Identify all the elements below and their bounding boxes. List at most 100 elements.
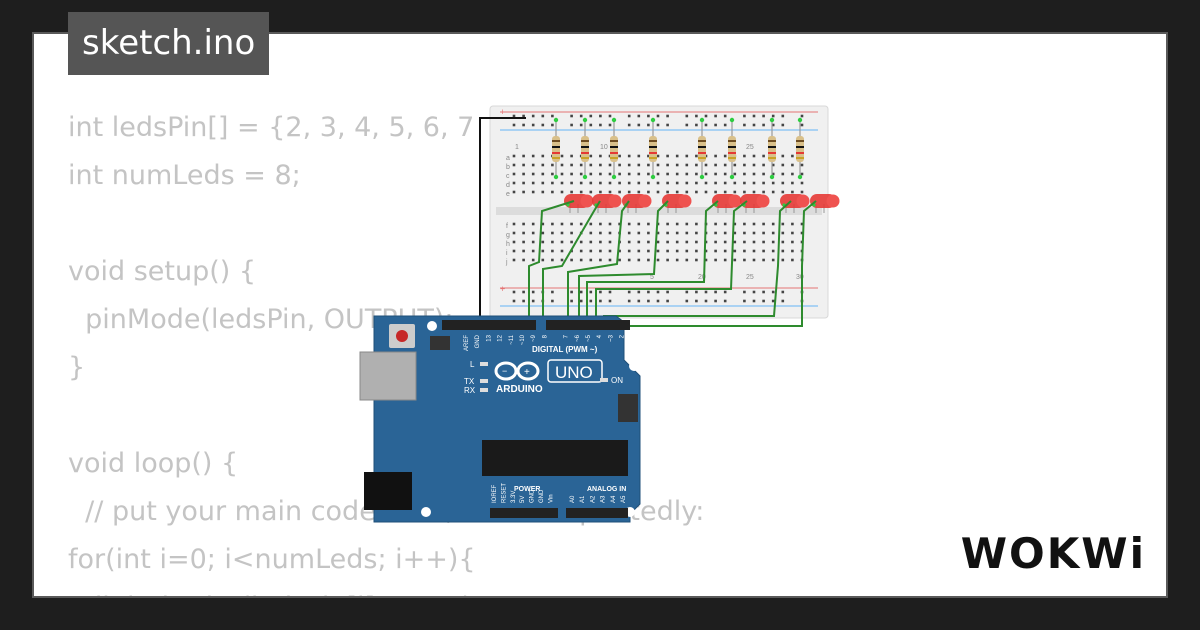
breadboard-hole[interactable]	[743, 123, 746, 127]
breadboard-hole[interactable]	[771, 290, 775, 294]
breadboard-hole[interactable]	[531, 154, 535, 158]
breadboard-hole[interactable]	[781, 190, 785, 194]
breadboard-hole[interactable]	[800, 190, 804, 194]
breadboard-hole[interactable]	[743, 190, 746, 194]
breadboard-hole[interactable]	[522, 258, 525, 262]
breadboard-hole[interactable]	[579, 163, 583, 167]
breadboard-hole[interactable]	[541, 231, 545, 235]
wire[interactable]	[595, 200, 748, 319]
breadboard-hole[interactable]	[531, 163, 535, 167]
breadboard-hole[interactable]	[608, 290, 612, 294]
breadboard-hole[interactable]	[599, 222, 602, 226]
breadboard-hole[interactable]	[685, 172, 689, 176]
breadboard-hole[interactable]	[704, 123, 708, 127]
breadboard-hole[interactable]	[637, 290, 641, 294]
breadboard-hole[interactable]	[522, 290, 525, 294]
breadboard-hole[interactable]	[752, 299, 756, 303]
breadboard-hole[interactable]	[522, 299, 525, 303]
breadboard-hole[interactable]	[560, 222, 564, 226]
breadboard-hole[interactable]	[781, 249, 785, 253]
breadboard-hole[interactable]	[752, 181, 756, 185]
breadboard-hole[interactable]	[714, 190, 717, 194]
breadboard-hole[interactable]	[762, 299, 765, 303]
breadboard-hole[interactable]	[685, 123, 689, 127]
breadboard-hole[interactable]	[618, 154, 621, 158]
breadboard-hole[interactable]	[579, 190, 583, 194]
breadboard-hole[interactable]	[512, 290, 516, 294]
breadboard-hole[interactable]	[743, 240, 746, 244]
resistor[interactable]	[728, 136, 736, 162]
breadboard-hole[interactable]	[599, 123, 602, 127]
breadboard-hole[interactable]	[579, 222, 583, 226]
breadboard-hole[interactable]	[570, 154, 573, 158]
breadboard-hole[interactable]	[666, 154, 669, 158]
breadboard-hole[interactable]	[531, 123, 535, 127]
breadboard-hole[interactable]	[512, 240, 516, 244]
breadboard-hole[interactable]	[771, 172, 775, 176]
breadboard-hole[interactable]	[560, 240, 564, 244]
breadboard-hole[interactable]	[791, 154, 794, 158]
breadboard-hole[interactable]	[551, 181, 554, 185]
breadboard-hole[interactable]	[551, 123, 554, 127]
breadboard-hole[interactable]	[541, 172, 545, 176]
breadboard-hole[interactable]	[685, 222, 689, 226]
breadboard-hole[interactable]	[637, 258, 641, 262]
wire[interactable]	[578, 200, 669, 319]
breadboard-hole[interactable]	[608, 240, 612, 244]
breadboard-hole[interactable]	[541, 163, 545, 167]
breadboard-hole[interactable]	[560, 249, 564, 253]
breadboard-hole[interactable]	[771, 240, 775, 244]
breadboard-hole[interactable]	[512, 163, 516, 167]
wire[interactable]	[567, 200, 630, 319]
breadboard-hole[interactable]	[579, 114, 583, 118]
breadboard-hole[interactable]	[531, 114, 535, 118]
breadboard-hole[interactable]	[560, 258, 564, 262]
breadboard-hole[interactable]	[560, 231, 564, 235]
breadboard-hole[interactable]	[800, 163, 804, 167]
breadboard-hole[interactable]	[781, 299, 785, 303]
breadboard-hole[interactable]	[743, 290, 746, 294]
breadboard-hole[interactable]	[589, 290, 593, 294]
breadboard-hole[interactable]	[762, 154, 765, 158]
breadboard-hole[interactable]	[608, 114, 612, 118]
breadboard-hole[interactable]	[541, 181, 545, 185]
breadboard-hole[interactable]	[589, 181, 593, 185]
breadboard-hole[interactable]	[771, 163, 775, 167]
breadboard-hole[interactable]	[666, 190, 669, 194]
breadboard-hole[interactable]	[704, 299, 708, 303]
breadboard-hole[interactable]	[522, 222, 525, 226]
breadboard-hole[interactable]	[752, 123, 756, 127]
breadboard-hole[interactable]	[704, 163, 708, 167]
breadboard-hole[interactable]	[791, 181, 794, 185]
breadboard-hole[interactable]	[675, 258, 679, 262]
breadboard-hole[interactable]	[618, 181, 621, 185]
breadboard-hole[interactable]	[570, 258, 573, 262]
breadboard-hole[interactable]	[522, 231, 525, 235]
breadboard-hole[interactable]	[656, 123, 660, 127]
breadboard-hole[interactable]	[579, 249, 583, 253]
breadboard-hole[interactable]	[627, 299, 631, 303]
breadboard-hole[interactable]	[762, 290, 765, 294]
breadboard-hole[interactable]	[685, 231, 689, 235]
breadboard-hole[interactable]	[781, 258, 785, 262]
breadboard-hole[interactable]	[666, 114, 669, 118]
breadboard-hole[interactable]	[675, 231, 679, 235]
breadboard-hole[interactable]	[695, 181, 698, 185]
breadboard-hole[interactable]	[675, 154, 679, 158]
breadboard-hole[interactable]	[531, 249, 535, 253]
breadboard-hole[interactable]	[560, 163, 564, 167]
breadboard-hole[interactable]	[599, 290, 602, 294]
breadboard-hole[interactable]	[570, 190, 573, 194]
breadboard-hole[interactable]	[704, 290, 708, 294]
breadboard-hole[interactable]	[627, 240, 631, 244]
breadboard-hole[interactable]	[512, 249, 516, 253]
breadboard-hole[interactable]	[695, 299, 698, 303]
wire[interactable]	[542, 200, 601, 319]
breadboard-hole[interactable]	[627, 154, 631, 158]
breadboard-hole[interactable]	[791, 240, 794, 244]
breadboard-hole[interactable]	[599, 190, 602, 194]
breadboard-hole[interactable]	[675, 222, 679, 226]
breadboard-hole[interactable]	[570, 222, 573, 226]
breadboard-hole[interactable]	[512, 231, 516, 235]
